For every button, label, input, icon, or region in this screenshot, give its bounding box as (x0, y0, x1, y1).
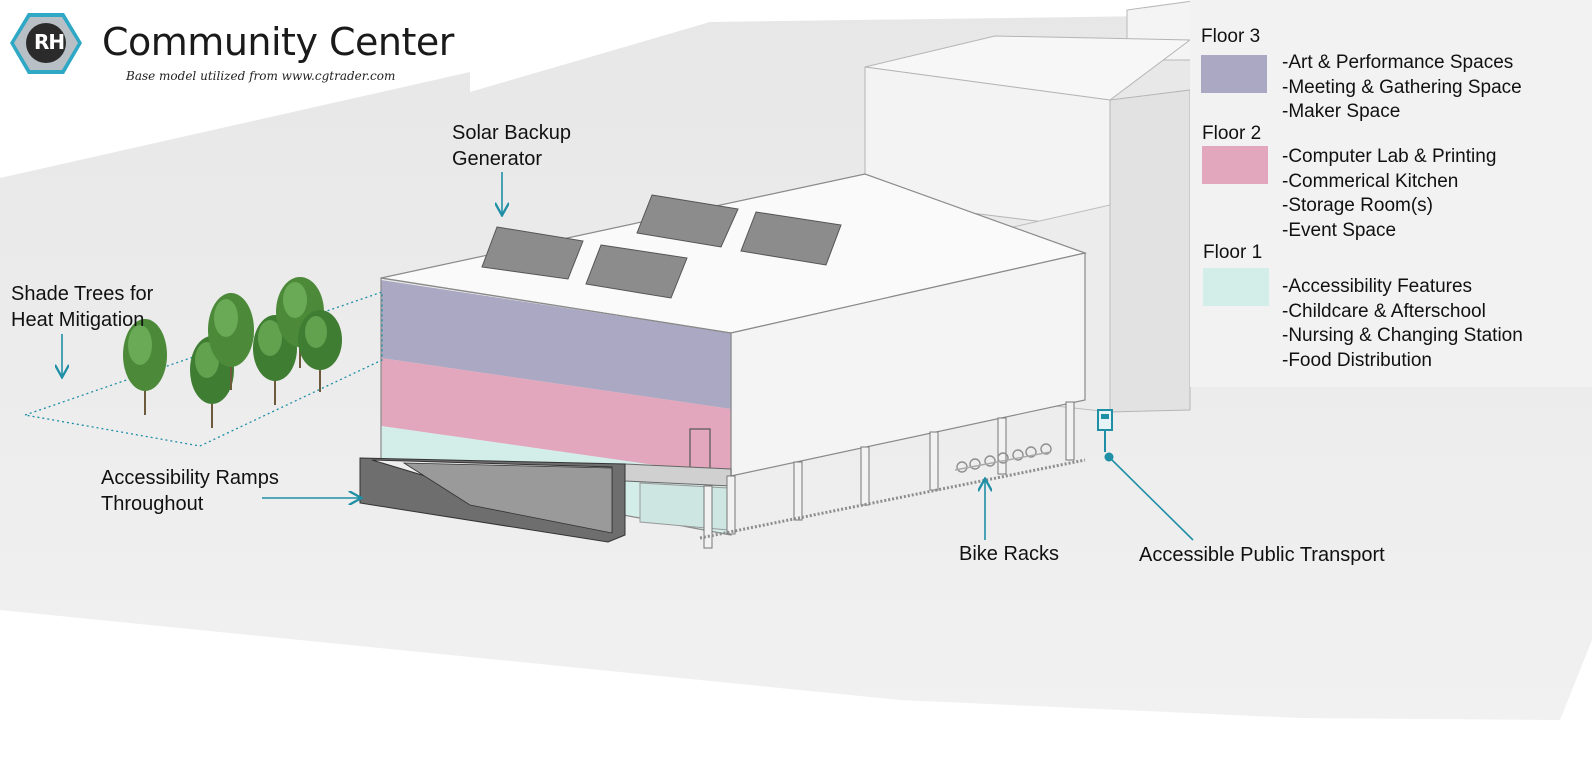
columns (703, 401, 1075, 549)
solar-panels (481, 194, 842, 299)
floor3-band (381, 280, 731, 409)
feature-item: -Food Distribution (1282, 349, 1432, 371)
callout-trees-line2: Heat Mitigation (11, 309, 145, 331)
shade-trees (123, 277, 342, 428)
callout-ramps: Accessibility Ramps Throughout (101, 465, 279, 517)
legend-floor1-swatch (1203, 268, 1269, 306)
solar-panel (481, 226, 584, 280)
floor2-band (381, 358, 731, 476)
callout-ramps-line2: Throughout (101, 493, 204, 515)
header: RH Community Center Base model utilized … (10, 10, 470, 83)
feature-item: -Storage Room(s) (1282, 195, 1433, 217)
callout-arrows (62, 172, 1194, 541)
feature-item: -Event Space (1282, 219, 1397, 241)
legend-floor2-swatch (1202, 146, 1268, 184)
feature-item: -Childcare & Afterschool (1282, 300, 1486, 322)
feature-item: -Computer Lab & Printing (1282, 146, 1497, 167)
callout-bike-racks: Bike Racks (959, 543, 1060, 565)
callout-ramps-line1: Accessibility Ramps (101, 467, 279, 489)
legend-floor3-label: Floor 3 (1201, 26, 1261, 47)
page-title: Community Center (102, 20, 454, 64)
callout-solar-line1: Solar Backup (452, 122, 571, 144)
callout-solar-line2: Generator (452, 148, 543, 170)
logo-text: RH (34, 30, 65, 54)
floor-legend: Floor 3 -Art & Performance Spaces -Meeti… (1190, 0, 1592, 387)
legend-floor1-label: Floor 1 (1203, 242, 1263, 263)
feature-item: -Nursing & Changing Station (1282, 325, 1523, 347)
front-outline (380, 277, 732, 536)
legend-floor3-features: -Art & Performance Spaces -Meeting & Gat… (1282, 51, 1522, 125)
feature-item: -Maker Space (1282, 101, 1401, 123)
feature-item: -Accessibility Features (1282, 276, 1473, 297)
callout-trees: Shade Trees for Heat Mitigation (11, 281, 153, 333)
callout-public-transport: Accessible Public Transport (1139, 544, 1385, 566)
rh-logo (10, 13, 82, 74)
bike-racks (954, 443, 1052, 473)
feature-item: -Art & Performance Spaces (1282, 52, 1514, 73)
solar-panel (636, 194, 739, 248)
legend-floor2-features: -Computer Lab & Printing -Commerical Kit… (1282, 145, 1496, 243)
tree-icon (298, 310, 342, 392)
transport-leader (1108, 456, 1194, 541)
entrance-glass (639, 482, 729, 531)
solar-panel (585, 244, 688, 299)
main-building (359, 173, 1088, 543)
legend-floor1-features: -Accessibility Features -Childcare & Aft… (1282, 275, 1523, 373)
legend-floor2-label: Floor 2 (1202, 123, 1262, 144)
tree-icon (123, 319, 167, 415)
legend-floor3-swatch (1201, 55, 1267, 93)
callout-solar: Solar Backup Generator (452, 120, 571, 172)
feature-item: -Commerical Kitchen (1282, 170, 1459, 192)
model-credit: Base model utilized from www.cgtrader.co… (126, 69, 396, 83)
ramp-slope-mid (402, 462, 613, 534)
ground-shadow-line (699, 458, 1086, 540)
tree-icon (208, 293, 254, 390)
feature-item: -Meeting & Gathering Space (1282, 76, 1522, 98)
solar-panel (740, 211, 842, 266)
callout-trees-line1: Shade Trees for (11, 283, 154, 305)
